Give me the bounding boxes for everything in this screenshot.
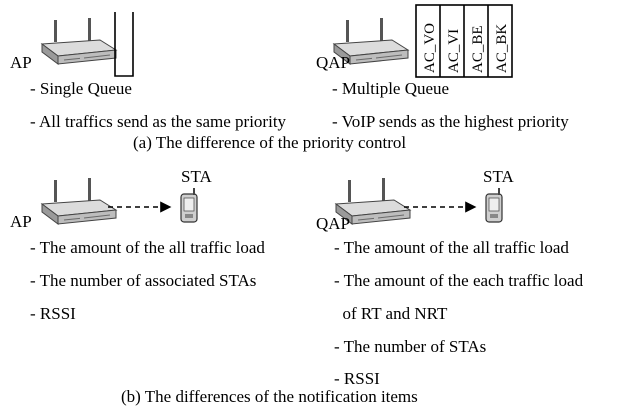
station-phone-icon <box>180 187 198 223</box>
list-item: - The number of STAs <box>334 337 487 356</box>
caption-a: (a) The difference of the priority contr… <box>133 133 407 152</box>
access-point-icon <box>41 17 117 65</box>
station-phone-icon <box>485 187 503 223</box>
queue-label: AC_VI <box>446 29 462 73</box>
device-label-qap: QAP <box>316 53 351 72</box>
device-label-ap: AP <box>10 53 32 72</box>
list-item: - The amount of the all traffic load <box>30 238 265 257</box>
queue-label: AC_BK <box>494 24 510 73</box>
device-label-ap: AP <box>10 212 32 231</box>
list-item: - RSSI <box>334 369 380 388</box>
list-item: - Multiple Queue <box>332 79 450 98</box>
queue-icon <box>415 4 513 78</box>
list-item: of RT and NRT <box>334 304 448 323</box>
station-label: STA <box>483 167 514 186</box>
caption-b: (b) The differences of the notification … <box>121 387 418 406</box>
access-point-icon <box>41 177 117 225</box>
station-label: STA <box>181 167 212 186</box>
device-label-qap: QAP <box>316 214 351 233</box>
queue-label: AC_VO <box>422 23 438 73</box>
queue-label: AC_BE <box>470 25 486 73</box>
list-item: - The amount of the each traffic load <box>334 271 584 290</box>
list-item: - Single Queue <box>30 79 132 98</box>
list-item: - VoIP sends as the highest priority <box>332 112 569 131</box>
list-item: - The number of associated STAs <box>30 271 257 290</box>
list-item: - The amount of the all traffic load <box>334 238 569 257</box>
list-item: - RSSI <box>30 304 76 323</box>
list-item: - All traffics send as the same priority <box>30 112 287 131</box>
queue-icon <box>114 12 134 77</box>
